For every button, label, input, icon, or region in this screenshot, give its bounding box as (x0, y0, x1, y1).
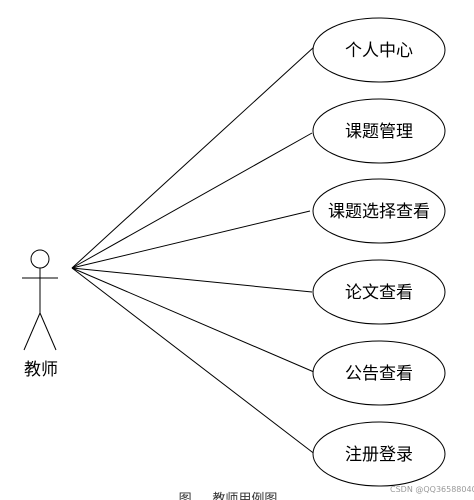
association-lines (71, 46, 317, 456)
actor-left-leg (23, 312, 41, 351)
association-line-3 (71, 210, 311, 269)
use-case-ellipse (312, 421, 446, 487)
association-line-1 (71, 46, 315, 269)
actor-label: 教师 (24, 360, 58, 380)
watermark-text: CSDN @QQ365880403 (390, 485, 474, 494)
association-line-6 (71, 267, 317, 456)
use-case-ellipse (312, 259, 446, 325)
use-case-1: 个人中心 (312, 17, 446, 83)
use-case-label: 论文查看 (345, 283, 413, 303)
use-case-label: 注册登录 (345, 445, 413, 465)
use-case-label: 课题选择查看 (328, 202, 430, 222)
use-case-ellipse (312, 17, 446, 83)
use-case-3: 课题选择查看 (312, 178, 446, 244)
actor-teacher (22, 249, 58, 351)
use-case-6: 注册登录 (312, 421, 446, 487)
association-line-2 (71, 132, 313, 269)
use-case-label: 个人中心 (345, 41, 413, 61)
use-case-4: 论文查看 (312, 259, 446, 325)
use-case-ellipse (312, 98, 446, 164)
use-case-ellipse (312, 178, 446, 244)
figure-caption: 图 ... 教师用例图 (179, 491, 278, 500)
association-line-5 (71, 267, 315, 373)
use-case-ellipse (312, 340, 446, 406)
association-line-4 (71, 267, 313, 293)
actor-head (30, 249, 50, 269)
use-case-2: 课题管理 (312, 98, 446, 164)
use-case-label: 课题管理 (345, 122, 413, 142)
use-case-label: 公告查看 (345, 364, 413, 384)
actor-right-leg (39, 312, 57, 351)
use-case-5: 公告查看 (312, 340, 446, 406)
